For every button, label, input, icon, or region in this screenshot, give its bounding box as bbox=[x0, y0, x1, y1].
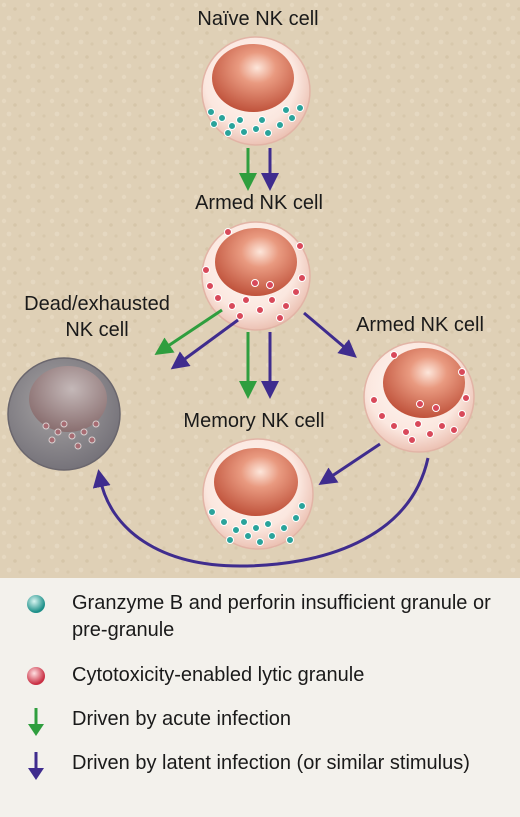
teal-granule-icon bbox=[27, 595, 45, 613]
dead-exhausted-nk-cell bbox=[7, 357, 121, 471]
legend-text: Driven by latent infection (or similar s… bbox=[72, 752, 470, 774]
legend-item-red: Cytotoxicity-enabled lytic granule bbox=[16, 662, 516, 689]
memory-nk-cell bbox=[202, 438, 314, 550]
armed-cell-label-top: Armed NK cell bbox=[195, 192, 323, 214]
dead-cell-label-line2: NK cell bbox=[65, 319, 129, 341]
latent-arrow bbox=[303, 311, 357, 358]
purple-arrow-icon bbox=[28, 752, 44, 780]
naive-cell-label: Naïve NK cell bbox=[197, 8, 319, 30]
legend-text: Granzyme B and perforin insufficient gra… bbox=[72, 592, 491, 641]
legend-item-teal: Granzyme B and perforin insufficient gra… bbox=[16, 590, 516, 644]
acute-arrow bbox=[154, 308, 223, 355]
legend-text: Driven by acute infection bbox=[72, 708, 292, 730]
armed-nk-cell-top bbox=[201, 221, 311, 331]
legend-item-green-arrow: Driven by acute infection bbox=[16, 706, 516, 738]
green-arrow-icon bbox=[28, 708, 44, 736]
legend: Granzyme B and perforin insufficient gra… bbox=[0, 578, 520, 817]
legend-text: Cytotoxicity-enabled lytic granule bbox=[72, 664, 365, 686]
dead-cell-label-line1: Dead/exhausted bbox=[24, 293, 170, 315]
armed-nk-cell-right bbox=[363, 341, 475, 453]
latent-arrow bbox=[318, 442, 381, 485]
red-granule-icon bbox=[27, 667, 45, 685]
nk-cell-diagram bbox=[0, 0, 520, 578]
armed-cell-label-right: Armed NK cell bbox=[356, 314, 484, 336]
memory-cell-label: Memory NK cell bbox=[183, 410, 325, 432]
latent-arrow bbox=[170, 318, 239, 370]
latent-curved-arrow bbox=[92, 457, 430, 568]
naive-nk-cell bbox=[201, 36, 311, 146]
legend-item-purple-arrow: Driven by latent infection (or similar s… bbox=[16, 750, 516, 782]
